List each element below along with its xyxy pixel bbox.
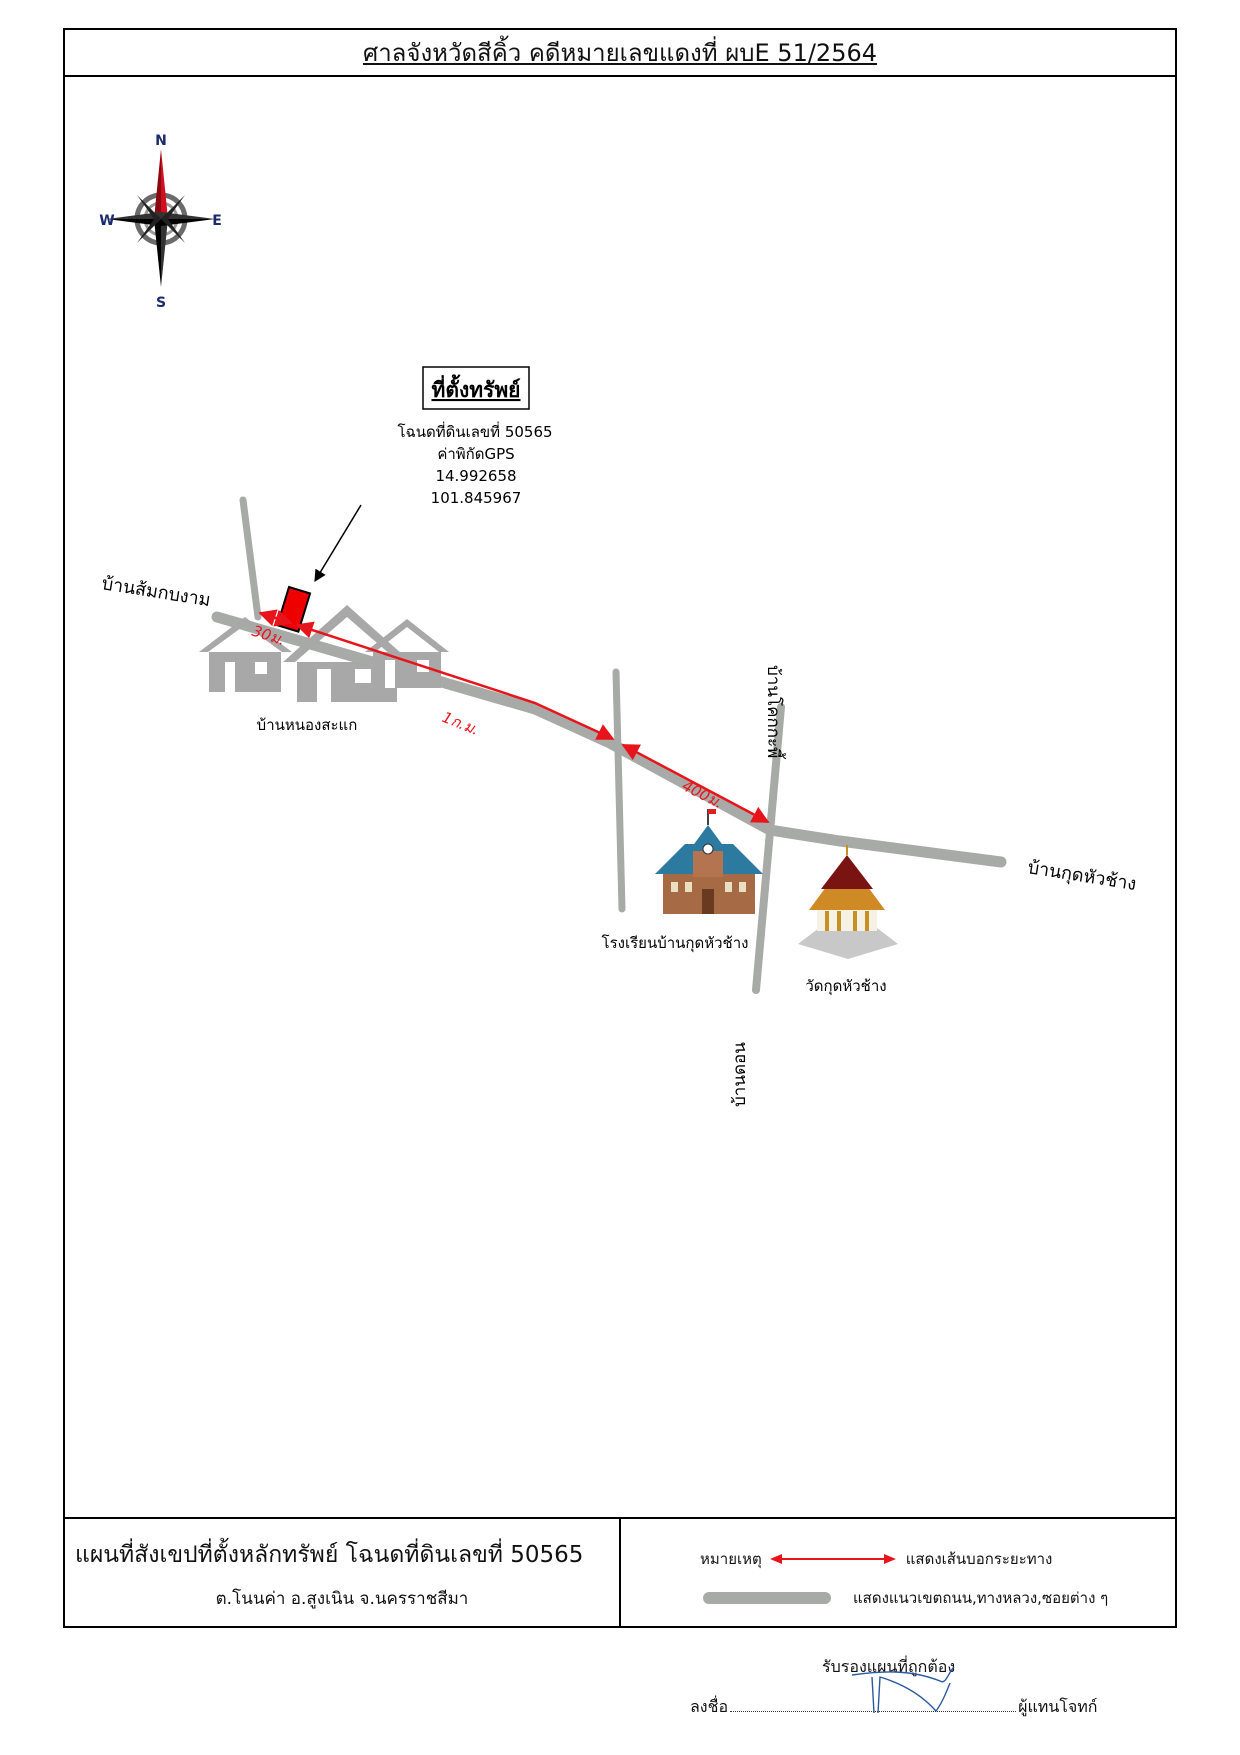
school-icon (655, 809, 763, 914)
legend-road-text: แสดงแนวเขตถนน,ทางหลวง,ซอยต่าง ๆ (853, 1589, 1109, 1607)
compass-s-label: S (156, 295, 166, 311)
property-marker (276, 585, 312, 633)
property-gps-label: ค่าพิกัดGPS (437, 445, 514, 463)
place-school: โรงเรียนบ้านกุดหัวช้าง (602, 934, 749, 953)
property-heading-box (422, 366, 530, 410)
sign-dotted-line (730, 1697, 1017, 1712)
road-legend-swatch (703, 1592, 831, 1604)
place-south: บ้านดอน (730, 1042, 750, 1107)
footer: แผนที่สังเขปที่ตั้งหลักทรัพย์ โฉนดที่ดิน… (65, 1517, 1175, 1626)
map-sheet: ศาลจังหวัดสีคิ้ว คดีหมายเลขแดงที่ ผบE 51… (63, 28, 1177, 1628)
sign-prefix: ลงชื่อ (690, 1697, 729, 1716)
signature-block: รับรองแผนที่ถูกต้อง ลงชื่อ ผู้แทนโจทก์ (690, 1655, 1130, 1745)
certify-text: รับรองแผนที่ถูกต้อง (822, 1657, 956, 1676)
distance-arrow-1km (295, 621, 615, 741)
legend-arrow-row: หมายเหตุ แสดงเส้นบอกระยะทาง (700, 1547, 1052, 1571)
place-village: บ้านหนองสะแก (257, 716, 358, 734)
property-heading: ที่ตั้งทรัพย์ (431, 374, 520, 402)
pointer-arrow (314, 504, 362, 583)
place-east: บ้านกุดหัวช้าง (1026, 857, 1137, 895)
compass-rose-icon: N S W E (99, 133, 222, 311)
compass-e-label: E (212, 213, 222, 229)
legend-road-row: แสดงแนวเขตถนน,ทางหลวง,ซอยต่าง ๆ (703, 1586, 1108, 1610)
distance-label-1km: 1ก.ม. (440, 708, 482, 739)
property-lat: 14.992658 (435, 467, 516, 485)
footer-location: ต.โนนค่า อ.สูงเนิน จ.นครราชสีมา (215, 1589, 469, 1609)
distance-arrow-400m (621, 743, 770, 824)
legend-label: หมายเหตุ (700, 1550, 762, 1568)
roads (211, 496, 1007, 994)
distance-arrow-30m (258, 609, 293, 627)
temple-icon (798, 845, 898, 959)
title-bar: ศาลจังหวัดสีคิ้ว คดีหมายเลขแดงที่ ผบE 51… (65, 30, 1175, 77)
sign-line: ลงชื่อ ผู้แทนโจทก์ (690, 1695, 1097, 1720)
road-middle (612, 668, 626, 913)
main-road (211, 611, 1007, 868)
double-arrow-icon (769, 1554, 896, 1564)
place-temple: วัดกุดหัวช้าง (805, 977, 886, 996)
road-north-west (239, 496, 262, 621)
property-deed: โฉนดที่ดินเลขที่ 50565 (397, 421, 552, 441)
sign-suffix: ผู้แทนโจทก์ (1018, 1697, 1098, 1716)
footer-left: แผนที่สังเขปที่ตั้งหลักทรัพย์ โฉนดที่ดิน… (65, 1519, 621, 1626)
distance-label-400m: 400ม. (679, 777, 726, 813)
place-west: บ้านส้มกบงาม (100, 573, 212, 611)
road-north-south (752, 703, 785, 994)
distance-arrows (258, 609, 770, 824)
legend-arrow-text: แสดงเส้นบอกระยะทาง (905, 1550, 1053, 1568)
handwritten-signature (851, 1666, 955, 1714)
footer-title: แผนที่สังเขปที่ตั้งหลักทรัพย์ โฉนดที่ดิน… (75, 1542, 584, 1568)
compass-n-label: N (155, 133, 167, 149)
map-area: N S W E (65, 77, 1175, 1517)
compass-w-label: W (99, 213, 114, 229)
place-north: บ้านโคกกะพี้ (763, 665, 786, 760)
property-lng: 101.845967 (431, 489, 522, 507)
page-title: ศาลจังหวัดสีคิ้ว คดีหมายเลขแดงที่ ผบE 51… (362, 39, 878, 67)
